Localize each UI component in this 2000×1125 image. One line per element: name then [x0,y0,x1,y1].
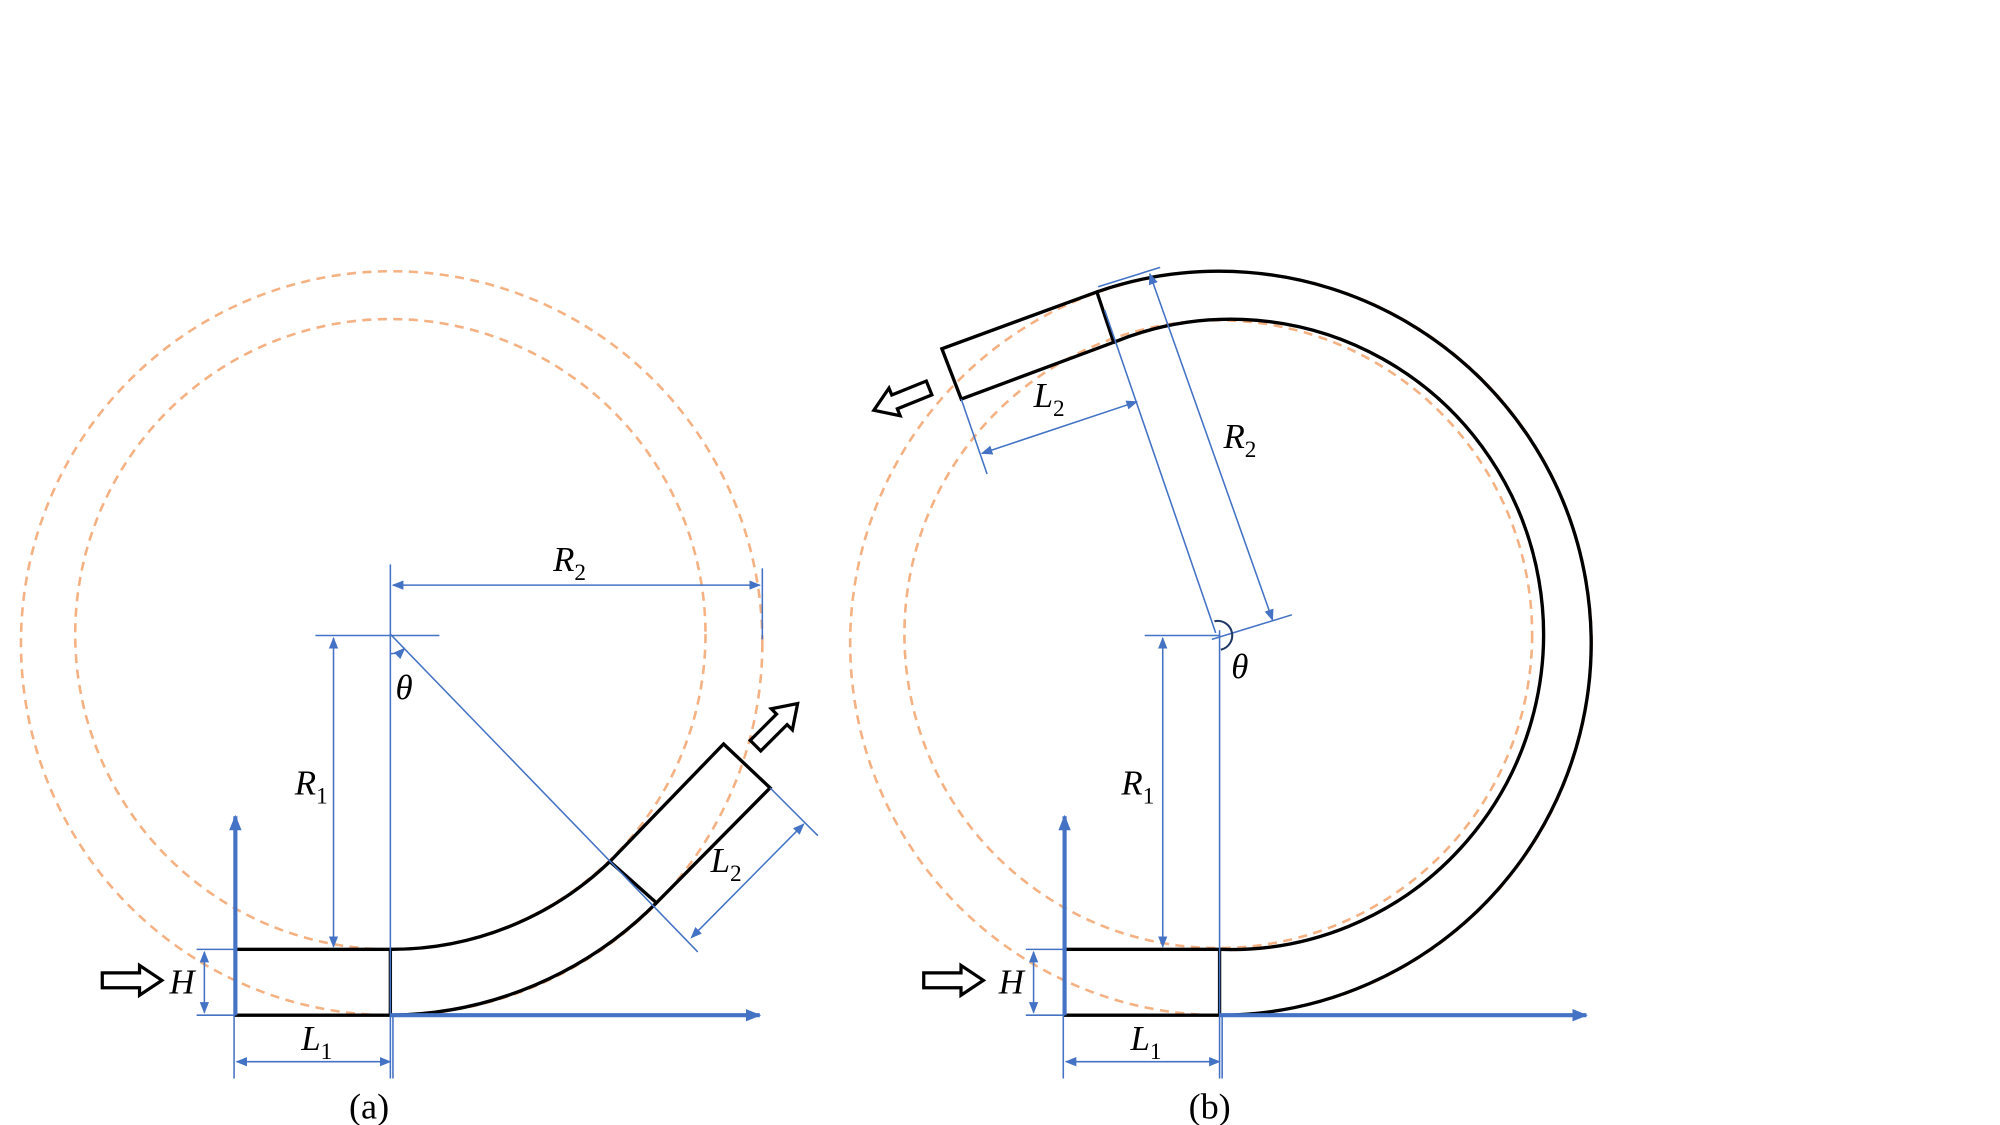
l2-dimension [690,823,805,939]
l2-label: L2 [1033,376,1065,422]
l1-label: L1 [300,1019,332,1065]
theta-angle-arc [1214,619,1234,651]
outlet-hollow-arrow-icon [866,372,937,426]
outlet-straight-section [607,741,773,906]
curved-section-inner-wall [1113,317,1546,952]
angle-radial-line [1103,309,1217,634]
theta-label: θ [1231,647,1248,686]
r2-dimension [1148,272,1274,622]
curved-section-outer-wall [390,901,658,1017]
inlet-straight-section [1062,947,1222,1017]
panel-a: R2 R1 θ H L1 L2 (a) [19,269,819,1125]
angle-radial-line [389,633,699,953]
panel-b-caption: (b) [1189,1087,1231,1125]
h-label: H [168,962,196,1001]
inlet-hollow-arrow-icon [922,963,986,997]
outer-dashed-circle [19,269,764,1017]
theta-angle-arc [390,647,406,660]
outer-dashed-circle [848,269,1593,1017]
r2-extension-bottom [1211,614,1293,641]
curved-section-outer-wall [1096,269,1593,1017]
l2-dimension [980,400,1139,455]
l2-extension-left [960,398,988,475]
l2-extension-outer [769,787,819,837]
theta-label: θ [396,668,413,707]
inlet-straight-section [233,947,393,1017]
r1-label: R1 [1120,763,1154,809]
r2-label: R2 [552,540,586,586]
r2-extension-top [1097,266,1161,288]
panel-b: R2 L2 R1 θ H L1 (b) [848,266,1593,1125]
inner-dashed-circle [73,317,707,951]
r1-label: R1 [294,763,328,809]
curved-section-inner-wall [390,860,612,952]
h-label: H [998,962,1026,1001]
outlet-straight-section [939,289,1116,402]
r2-label: R2 [1222,417,1256,463]
l2-label: L2 [710,841,742,887]
inner-dashed-circle [903,319,1534,950]
inlet-hollow-arrow-icon [100,963,164,997]
l1-label: L1 [1129,1019,1161,1065]
panel-a-caption: (a) [349,1087,389,1125]
